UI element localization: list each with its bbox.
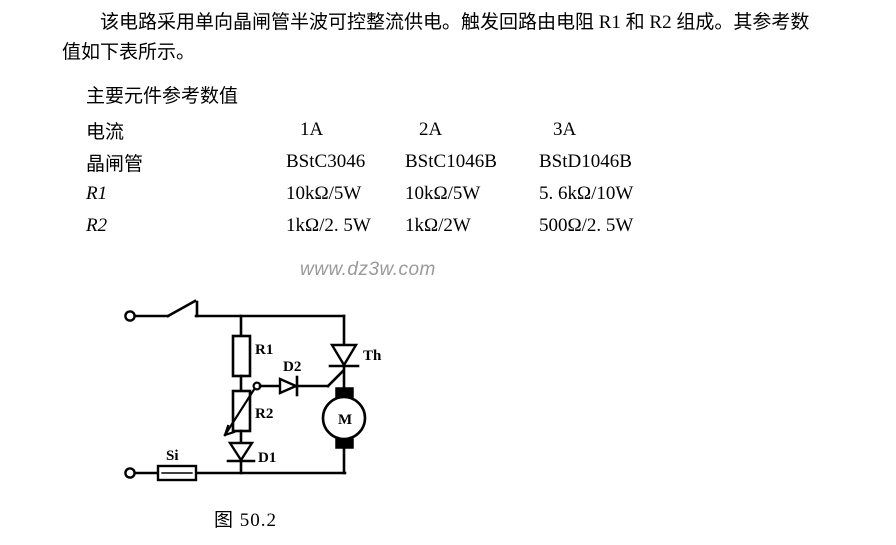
- cell-r1-2a: 10kΩ/5W: [405, 183, 481, 204]
- cell-current-2a: 2A: [419, 119, 443, 140]
- motor-brush-bottom: [335, 438, 354, 449]
- cell-r1-3a: 5. 6kΩ/10W: [539, 183, 634, 204]
- row-label-r1: R1: [86, 183, 108, 204]
- watermark-text: www.dz3w.com: [300, 259, 436, 280]
- diode-d1-triangle: [227, 441, 255, 463]
- potentiometer-r2-arrowhead-a: [223, 430, 236, 437]
- row-label-r2: R2: [86, 215, 108, 236]
- table-title: 主要元件参考数值: [86, 86, 239, 107]
- thyristor-th-triangle: [329, 343, 359, 368]
- circuit-diagram: R1 R2 D1 D2 Th Si M: [100, 288, 400, 488]
- table-row: 晶闸管 BStC3046 BStC1046B BStD1046B: [86, 146, 693, 178]
- cell-thyristor-2a: BStC1046B: [405, 151, 497, 172]
- label-r1: R1: [255, 342, 273, 358]
- cell-r2-1a: 1kΩ/2. 5W: [286, 215, 371, 236]
- cell-thyristor-3a: BStD1046B: [539, 151, 632, 172]
- wire-gate-lead: [326, 369, 345, 388]
- circuit-svg: R1 R2 D1 D2 Th Si M: [124, 299, 382, 482]
- cell-r2-2a: 1kΩ/2W: [405, 215, 471, 236]
- row-label-thyristor: 晶闸管: [86, 153, 144, 175]
- spec-table: 电流 1A 2A 3A 晶闸管 BStC3046 BStC1046B BStD1…: [86, 114, 693, 242]
- table-row: 电流 1A 2A 3A: [86, 114, 693, 146]
- intro-line-1: 该电路采用单向晶闸管半波可控整流供电。触发回路由电阻 R1 和 R2 组成。其参…: [100, 12, 810, 33]
- intro-paragraph: 该电路采用单向晶闸管半波可控整流供电。触发回路由电阻 R1 和 R2 组成。其参…: [62, 8, 886, 68]
- table-row: R1 10kΩ/5W 10kΩ/5W 5. 6kΩ/10W: [86, 178, 693, 210]
- cell-r2-3a: 500Ω/2. 5W: [539, 215, 634, 236]
- potentiometer-r2-arrowhead-b: [223, 424, 230, 437]
- terminal-top-left: [124, 310, 136, 322]
- label-motor: M: [338, 412, 352, 428]
- resistor-r1-body: [231, 334, 252, 378]
- table-row: R2 1kΩ/2. 5W 1kΩ/2W 500Ω/2. 5W: [86, 210, 693, 242]
- cell-thyristor-1a: BStC3046: [286, 151, 366, 172]
- cell-current-3a: 3A: [553, 119, 577, 140]
- diode-d2-triangle: [278, 377, 299, 395]
- motor-brush-top: [335, 387, 354, 398]
- label-si: Si: [166, 448, 179, 464]
- row-label-current: 电流: [86, 121, 125, 143]
- figure-caption: 图 50.2: [214, 510, 278, 531]
- cell-r1-1a: 10kΩ/5W: [286, 183, 362, 204]
- potentiometer-r2-arrow: [223, 386, 257, 437]
- terminal-bottom-left: [124, 467, 136, 479]
- label-r2: R2: [255, 406, 273, 422]
- intro-line-2: 值如下表所示。: [62, 42, 196, 63]
- cell-current-1a: 1A: [300, 119, 324, 140]
- switch-blade: [166, 299, 197, 318]
- label-th: Th: [363, 348, 382, 364]
- label-d2: D2: [283, 359, 301, 375]
- label-d1: D1: [258, 450, 276, 466]
